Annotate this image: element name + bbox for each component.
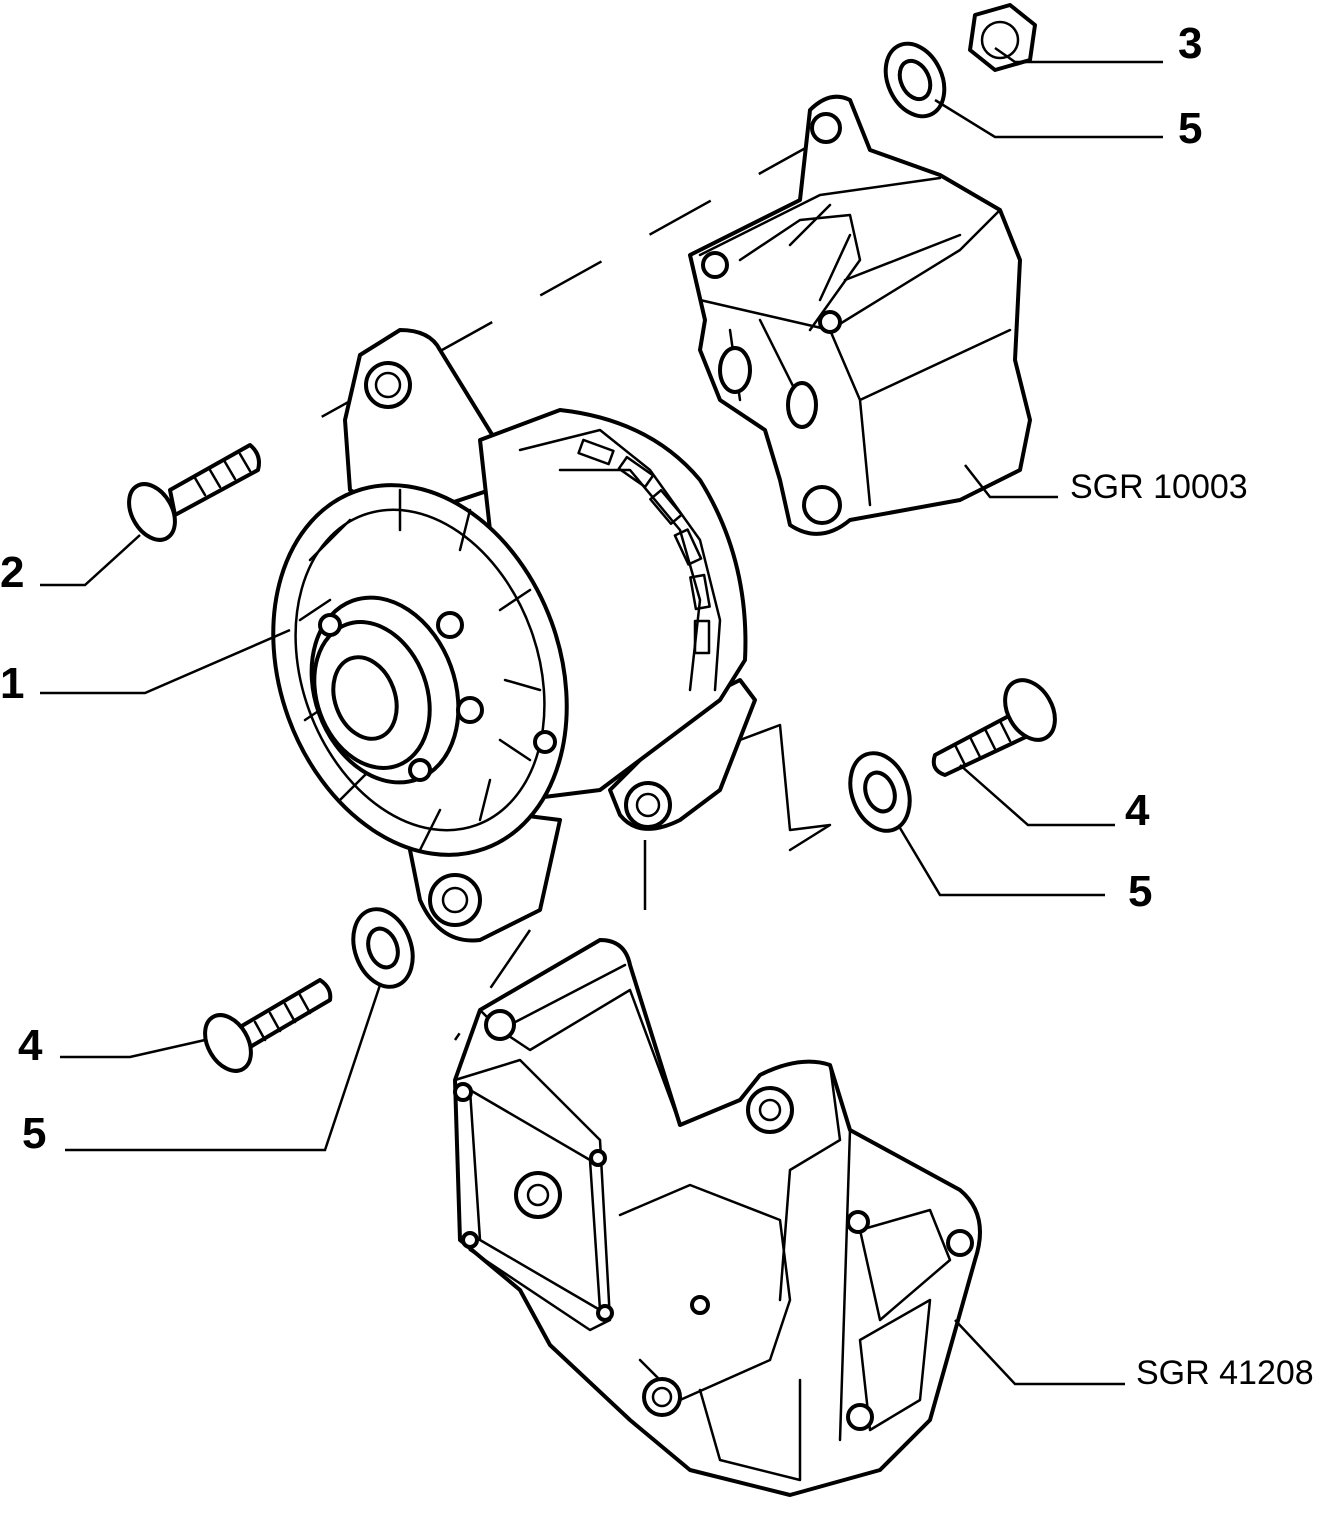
bolt-part-4-left	[203, 978, 333, 1073]
washer-part-5-top	[883, 41, 947, 119]
callout-1: 1	[0, 659, 24, 708]
reference-labels: SGR 10003 SGR 41208	[1070, 468, 1314, 1392]
lower-mounting-bracket	[453, 938, 982, 1497]
reference-upper-bracket: SGR 10003	[1070, 468, 1248, 506]
upper-mounting-bracket	[688, 94, 1032, 536]
callout-4-right: 4	[1125, 786, 1150, 835]
bolt-part-4-right	[931, 678, 1057, 777]
reference-lower-bracket: SGR 41208	[1136, 1354, 1314, 1392]
nut-part-3	[968, 3, 1037, 72]
callout-5-right: 5	[1128, 867, 1152, 916]
bolt-part-2	[127, 443, 261, 542]
callout-5-left: 5	[22, 1109, 46, 1158]
alternator-part-1	[271, 328, 757, 943]
callout-4-left: 4	[18, 1021, 43, 1070]
callout-labels: 3 5 2 1 4 5 4 5	[0, 19, 1202, 1158]
leader-lines	[40, 46, 1163, 1386]
washer-part-5-left	[351, 907, 415, 989]
callout-2: 2	[0, 548, 24, 597]
washer-part-5-right	[848, 751, 912, 833]
callout-3: 3	[1178, 19, 1202, 68]
callout-5-top: 5	[1178, 104, 1202, 153]
cooling-slots	[577, 438, 711, 655]
